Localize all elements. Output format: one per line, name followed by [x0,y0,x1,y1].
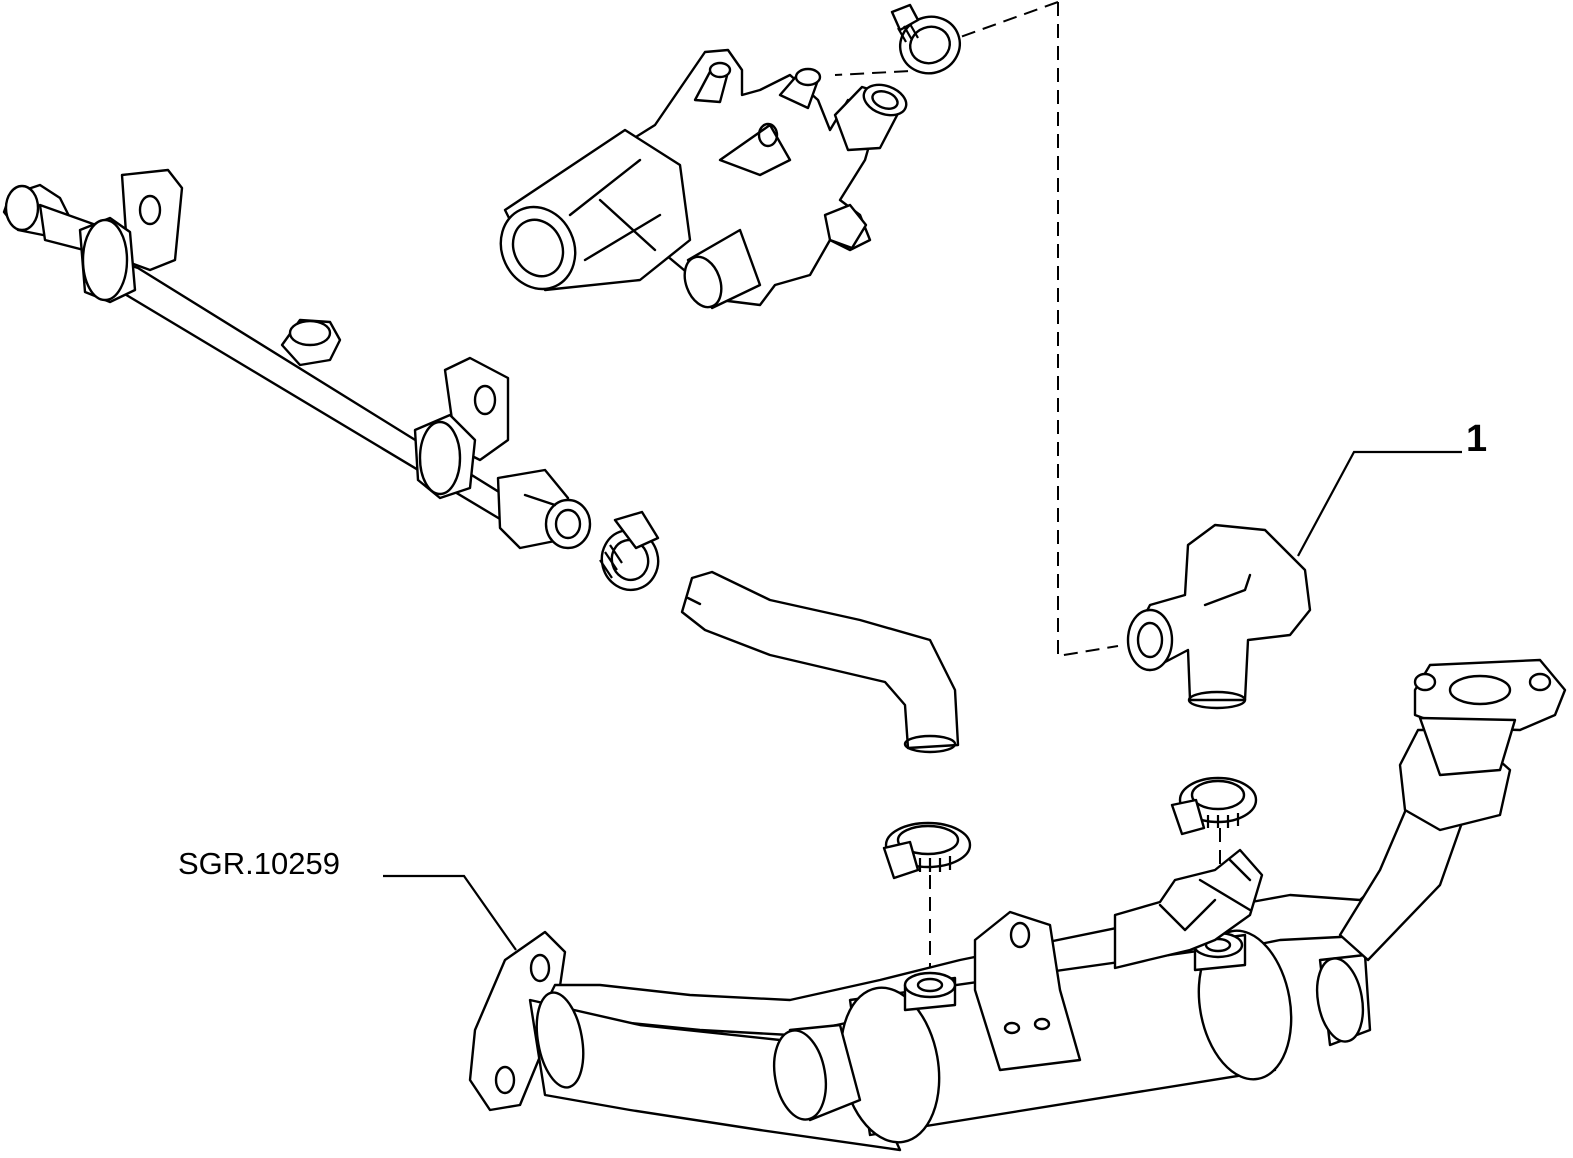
drawing-reference-code: SGR.10259 [178,846,340,881]
hose-clamp-right [1170,776,1258,836]
leader-lines [383,450,1462,951]
upper-coolant-hose [680,570,960,754]
hose-clamp-middle [882,821,972,880]
callout-number: 1 [1466,418,1488,460]
thermostat-housing [499,48,908,310]
coolant-rail-pipe [2,168,592,550]
assembly-guide-lines [834,1,1221,975]
elbow-hose [1126,523,1312,710]
egr-cooler [468,658,1567,1152]
hose-clamp-rail [599,510,660,592]
hose-clamp-top [890,3,961,75]
